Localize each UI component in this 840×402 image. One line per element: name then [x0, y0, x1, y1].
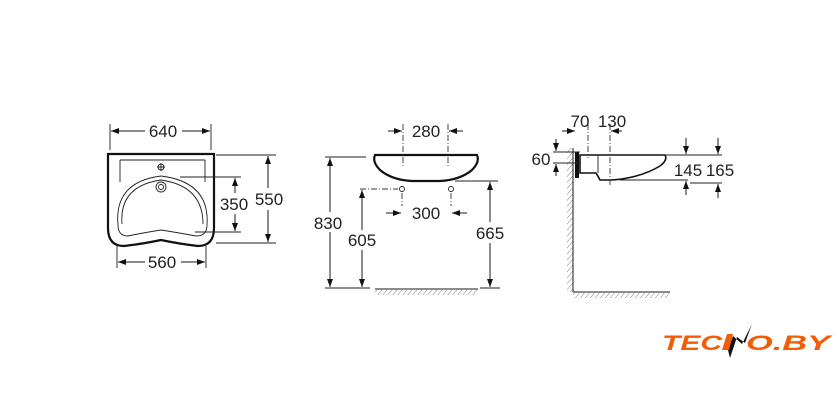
wall-fixing-icon [448, 186, 454, 192]
side-view: 280 300 830 605 665 [314, 122, 504, 295]
basin-ledge [119, 159, 206, 182]
lightning-bolt-icon [728, 324, 752, 358]
dim-300: 300 [412, 204, 440, 223]
basin-profile [579, 154, 667, 181]
dim-640: 640 [149, 122, 177, 141]
dim-130: 130 [598, 112, 626, 131]
dim-665: 665 [476, 224, 504, 243]
dim-280: 280 [412, 122, 440, 141]
basin-side-outline [373, 153, 479, 183]
tap-hole-icon [157, 163, 165, 171]
dim-145: 145 [674, 161, 702, 180]
wall-hatching [567, 148, 573, 292]
wall-bracket [575, 152, 579, 178]
dim-165: 165 [706, 161, 734, 180]
tecno-logo: TEC O.BY [662, 324, 833, 358]
drain-hole-icon [155, 181, 167, 193]
dim-70: 70 [571, 112, 590, 131]
front-view: 640 550 350 560 [106, 122, 283, 272]
svg-text:TEC: TEC [662, 332, 723, 355]
dim-560: 560 [148, 253, 176, 272]
dim-830: 830 [314, 214, 342, 233]
wall-fixing-icon [399, 186, 405, 192]
profile-view: 70 130 60 145 165 [532, 112, 734, 298]
dim-550: 550 [255, 190, 283, 209]
svg-text:O.BY: O.BY [746, 332, 833, 355]
floor-hatching [375, 290, 478, 295]
dim-60: 60 [532, 150, 551, 169]
dim-605: 605 [348, 231, 376, 250]
floor-hatching [573, 293, 670, 298]
dim-350: 350 [220, 195, 248, 214]
basin-bowl [117, 175, 208, 237]
